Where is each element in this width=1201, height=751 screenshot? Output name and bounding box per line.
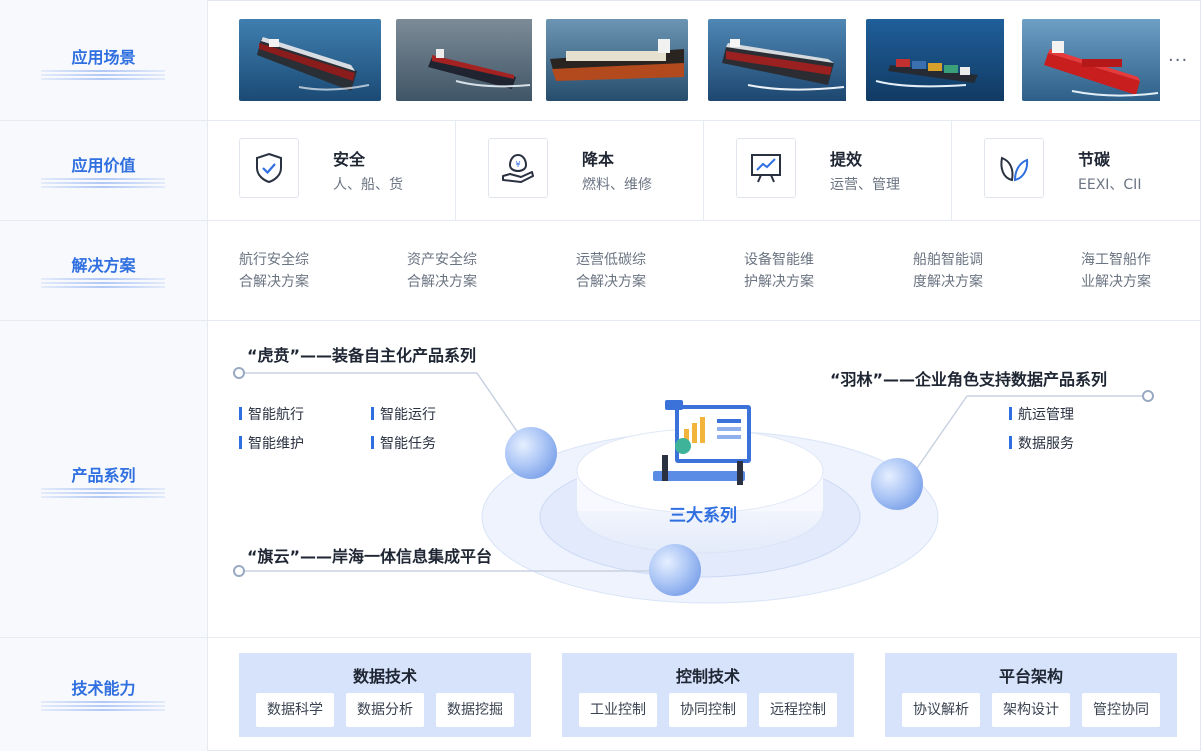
section-label-value: 应用价值 bbox=[0, 152, 207, 188]
row-scenes: 应用场景 ··· bbox=[0, 0, 1201, 121]
value-subtitle: 人、船、货 bbox=[333, 177, 403, 193]
value-subtitle: 运营、管理 bbox=[830, 177, 900, 193]
value-card-carbon: 节碳 EEXI、CII bbox=[952, 121, 1200, 220]
section-label-text: 应用价值 bbox=[71, 156, 136, 175]
ship-image-6[interactable] bbox=[1022, 19, 1164, 101]
tech-group-title: 数据技术 bbox=[352, 667, 417, 686]
solution-item[interactable]: 航行安全综合解决方案 bbox=[239, 252, 309, 290]
section-label-tech: 技术能力 bbox=[0, 675, 207, 711]
tech-group-platform: 平台架构 协议解析 架构设计 管控协同 bbox=[885, 653, 1177, 737]
hand-money-icon: ¥ bbox=[488, 138, 548, 198]
label-decoration bbox=[41, 278, 165, 290]
row-tech: 技术能力 bbox=[0, 638, 1201, 750]
tech-chip[interactable]: 协议解析 bbox=[902, 693, 980, 727]
row-value: 应用价值 bbox=[0, 121, 1201, 221]
section-label-products: 产品系列 bbox=[0, 462, 207, 498]
section-label-solutions: 解决方案 bbox=[0, 252, 207, 288]
solution-item[interactable]: 资产安全综合解决方案 bbox=[407, 252, 477, 290]
label-decoration bbox=[41, 178, 165, 190]
tech-chip[interactable]: 架构设计 bbox=[992, 693, 1070, 727]
tech-chip[interactable]: 数据分析 bbox=[346, 693, 424, 727]
label-decoration bbox=[41, 701, 165, 713]
product-item[interactable]: 智能航行 bbox=[239, 404, 304, 424]
tech-chip[interactable]: 管控协同 bbox=[1082, 693, 1160, 727]
solution-item[interactable]: 海工智船作业解决方案 bbox=[1081, 252, 1151, 290]
product-item[interactable]: 航运管理 bbox=[1009, 404, 1074, 424]
value-title: 降本 bbox=[582, 150, 615, 169]
svg-text:¥: ¥ bbox=[515, 160, 520, 169]
product-item[interactable]: 数据服务 bbox=[1009, 433, 1074, 453]
ship-image-4[interactable] bbox=[708, 19, 850, 101]
solution-item[interactable]: 船舶智能调度解决方案 bbox=[913, 252, 983, 290]
section-label-scenes: 应用场景 bbox=[0, 44, 207, 80]
value-card-cost: ¥ 降本 燃料、维修 bbox=[456, 121, 704, 220]
tech-chip[interactable]: 工业控制 bbox=[579, 693, 657, 727]
solution-item[interactable]: 设备智能维护解决方案 bbox=[744, 252, 814, 290]
section-label-text: 技术能力 bbox=[71, 679, 136, 698]
tech-group-control: 控制技术 工业控制 协同控制 远程控制 bbox=[562, 653, 854, 737]
chart-board-icon bbox=[736, 138, 796, 198]
row-products: 产品系列 bbox=[0, 321, 1201, 638]
tech-group-data: 数据技术 数据科学 数据分析 数据挖掘 bbox=[239, 653, 531, 737]
shield-check-icon bbox=[239, 138, 299, 198]
tech-chip[interactable]: 协同控制 bbox=[669, 693, 747, 727]
sidebar bbox=[0, 0, 208, 751]
value-subtitle: 燃料、维修 bbox=[582, 177, 652, 193]
value-card-efficiency: 提效 运营、管理 bbox=[704, 121, 952, 220]
solution-item[interactable]: 运营低碳综合解决方案 bbox=[576, 252, 646, 290]
section-label-text: 应用场景 bbox=[71, 48, 136, 67]
ship-image-1[interactable] bbox=[239, 19, 381, 101]
ship-image-2[interactable] bbox=[396, 19, 538, 101]
product-diagram bbox=[233, 367, 1154, 604]
tech-chip[interactable]: 远程控制 bbox=[759, 693, 837, 727]
value-title: 提效 bbox=[830, 150, 863, 169]
product-title-yulin[interactable]: “羽林”——企业角色支持数据产品系列 bbox=[830, 370, 1108, 389]
value-card-safety: 安全 人、船、货 bbox=[207, 121, 456, 220]
label-decoration bbox=[41, 70, 165, 82]
tech-group-title: 控制技术 bbox=[675, 667, 740, 686]
tech-group-title: 平台架构 bbox=[998, 667, 1063, 686]
value-subtitle: EEXI、CII bbox=[1078, 177, 1142, 193]
more-ships-indicator[interactable]: ··· bbox=[1168, 50, 1189, 71]
row-solutions: 解决方案 bbox=[0, 221, 1201, 321]
product-item[interactable]: 智能运行 bbox=[371, 404, 436, 424]
section-label-text: 产品系列 bbox=[71, 466, 136, 485]
products-center-label: 三大系列 bbox=[669, 506, 737, 526]
product-title-hubei[interactable]: “虎贲”——装备自主化产品系列 bbox=[247, 346, 477, 365]
section-label-text: 解决方案 bbox=[71, 256, 136, 275]
value-title: 安全 bbox=[333, 150, 366, 169]
product-item[interactable]: 智能维护 bbox=[239, 433, 304, 453]
label-decoration bbox=[41, 488, 165, 500]
product-title-qiyun[interactable]: “旗云”——岸海一体信息集成平台 bbox=[247, 547, 493, 566]
tech-chip[interactable]: 数据科学 bbox=[256, 693, 334, 727]
tech-chip[interactable]: 数据挖掘 bbox=[436, 693, 514, 727]
value-title: 节碳 bbox=[1078, 150, 1111, 169]
leaf-icon bbox=[984, 138, 1044, 198]
product-item[interactable]: 智能任务 bbox=[371, 433, 436, 453]
ship-image-5[interactable] bbox=[866, 19, 1008, 101]
ship-image-3[interactable] bbox=[546, 19, 688, 101]
